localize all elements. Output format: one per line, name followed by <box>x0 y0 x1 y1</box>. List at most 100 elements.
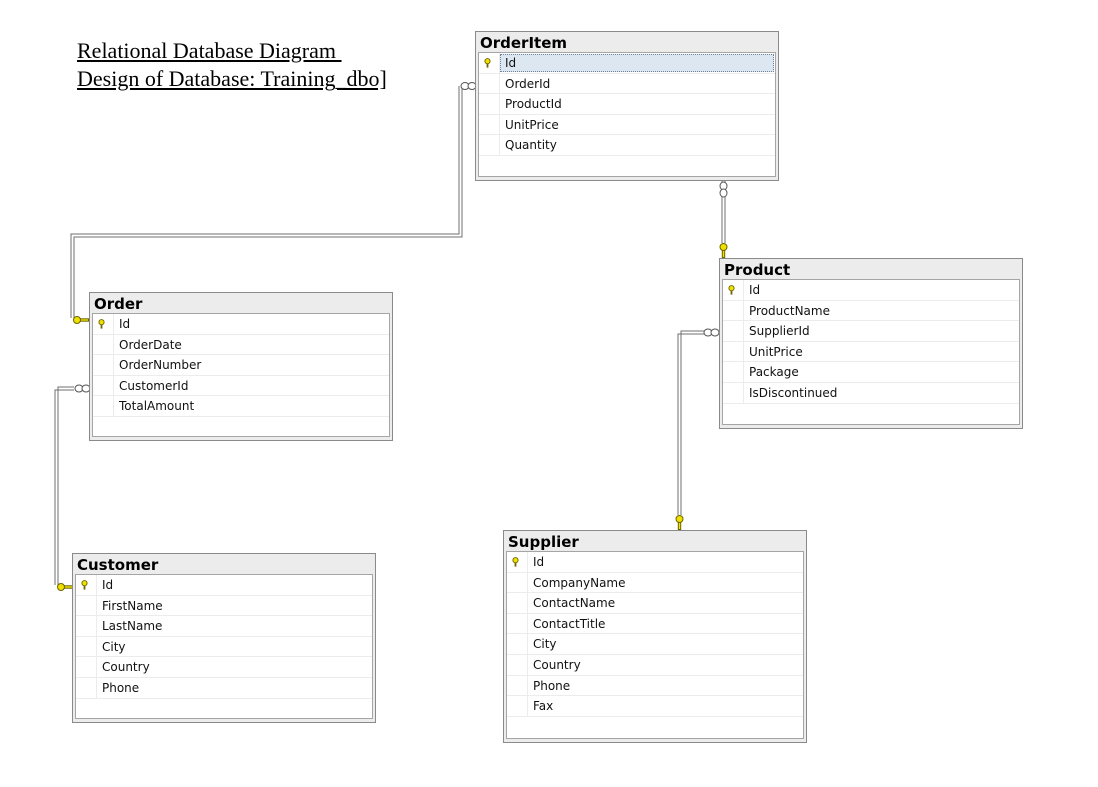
row-divider <box>96 616 97 636</box>
relationship-product-supplier[interactable] <box>677 330 705 515</box>
row-divider <box>527 675 528 696</box>
column-name: Package <box>749 365 799 380</box>
primary-key-icon <box>728 285 735 295</box>
row-divider <box>743 280 744 300</box>
primary-key-icon <box>81 580 88 590</box>
primary-key-icon <box>98 319 105 329</box>
column-row[interactable]: OrderId <box>479 73 775 95</box>
column-row[interactable]: LastName <box>76 616 372 637</box>
column-row[interactable]: SupplierId <box>723 321 1019 342</box>
column-name: Fax <box>533 699 554 714</box>
column-name: ContactTitle <box>533 616 606 631</box>
column-name: Id <box>505 56 517 70</box>
column-row[interactable]: Quantity <box>479 135 775 156</box>
row-divider <box>96 677 97 698</box>
primary-key-icon <box>484 58 491 68</box>
row-divider <box>743 382 744 403</box>
column-name: CompanyName <box>533 575 626 590</box>
column-row[interactable]: Fax <box>507 696 803 717</box>
column-name: Id <box>533 555 545 569</box>
table-title: Product <box>724 261 791 279</box>
row-divider <box>499 53 500 73</box>
column-row[interactable]: ContactName <box>507 593 803 614</box>
row-divider <box>743 341 744 362</box>
key-connector-icon <box>675 515 684 530</box>
column-row[interactable]: Package <box>723 362 1019 383</box>
table-title: Customer <box>77 556 159 574</box>
row-divider <box>113 314 114 334</box>
row-divider <box>96 657 97 677</box>
column-name: OrderNumber <box>119 358 202 373</box>
selected-column-highlight <box>500 54 774 72</box>
column-name: FirstName <box>102 598 163 613</box>
column-row[interactable]: Id <box>76 575 372 596</box>
row-divider <box>527 613 528 634</box>
column-row[interactable]: Id <box>93 314 389 335</box>
column-name: Country <box>533 657 581 672</box>
relationship-orderitem-product[interactable] <box>721 180 726 243</box>
column-row[interactable]: ProductId <box>479 94 775 115</box>
column-row[interactable]: Phone <box>507 675 803 697</box>
infinity-connector-icon <box>460 82 477 90</box>
column-row[interactable]: UnitPrice <box>479 114 775 136</box>
infinity-connector-icon <box>74 384 91 393</box>
column-name: LastName <box>102 619 163 634</box>
key-connector-icon <box>57 583 73 591</box>
column-row[interactable]: IsDiscontinued <box>723 382 1019 404</box>
row-divider <box>113 334 114 355</box>
row-divider <box>743 321 744 341</box>
diagram-title-line-2: Design of Database: Training_dbo] <box>77 66 387 91</box>
column-row[interactable]: City <box>507 634 803 655</box>
column-row[interactable]: Id <box>507 552 803 573</box>
row-divider <box>499 114 500 135</box>
column-name: UnitPrice <box>749 344 803 359</box>
row-divider <box>113 396 114 416</box>
column-row[interactable]: CompanyName <box>507 572 803 594</box>
row-divider <box>96 595 97 616</box>
relationship-orderitem-order[interactable] <box>70 86 463 318</box>
row-divider <box>499 135 500 155</box>
column-row[interactable]: Id <box>723 280 1019 301</box>
diagram-title-line-1: Relational Database Diagram <box>77 38 342 63</box>
row-divider <box>499 94 500 114</box>
column-row[interactable]: Country <box>507 654 803 676</box>
column-row[interactable]: Phone <box>76 677 372 699</box>
column-row[interactable]: ContactTitle <box>507 613 803 635</box>
column-name: City <box>102 639 126 654</box>
row-divider <box>527 552 528 572</box>
column-row[interactable]: CustomerId <box>93 375 389 397</box>
column-row[interactable]: Country <box>76 657 372 678</box>
key-connector-icon <box>719 243 728 258</box>
row-divider <box>743 300 744 321</box>
column-name: Quantity <box>505 138 557 153</box>
table-title: Order <box>94 295 143 313</box>
row-divider <box>527 696 528 716</box>
column-row[interactable]: OrderDate <box>93 334 389 356</box>
column-row[interactable]: FirstName <box>76 595 372 617</box>
column-name: Country <box>102 660 150 675</box>
column-row[interactable]: ProductName <box>723 300 1019 322</box>
table-title: OrderItem <box>480 34 568 52</box>
diagram-title: Relational Database Diagram Design of Da… <box>77 37 387 93</box>
key-connector-icon <box>73 316 89 324</box>
column-row[interactable]: Id <box>479 53 775 74</box>
column-name: Id <box>749 283 761 297</box>
column-row[interactable]: OrderNumber <box>93 355 389 376</box>
column-row[interactable]: TotalAmount <box>93 396 389 417</box>
infinity-connector-icon <box>703 328 720 337</box>
column-name: ProductName <box>749 303 830 318</box>
column-name: CustomerId <box>119 378 189 393</box>
column-row[interactable]: UnitPrice <box>723 341 1019 363</box>
column-name: SupplierId <box>749 324 810 339</box>
column-name: OrderId <box>505 76 551 91</box>
column-row[interactable]: City <box>76 636 372 658</box>
row-divider <box>96 575 97 595</box>
column-name: IsDiscontinued <box>749 385 838 400</box>
